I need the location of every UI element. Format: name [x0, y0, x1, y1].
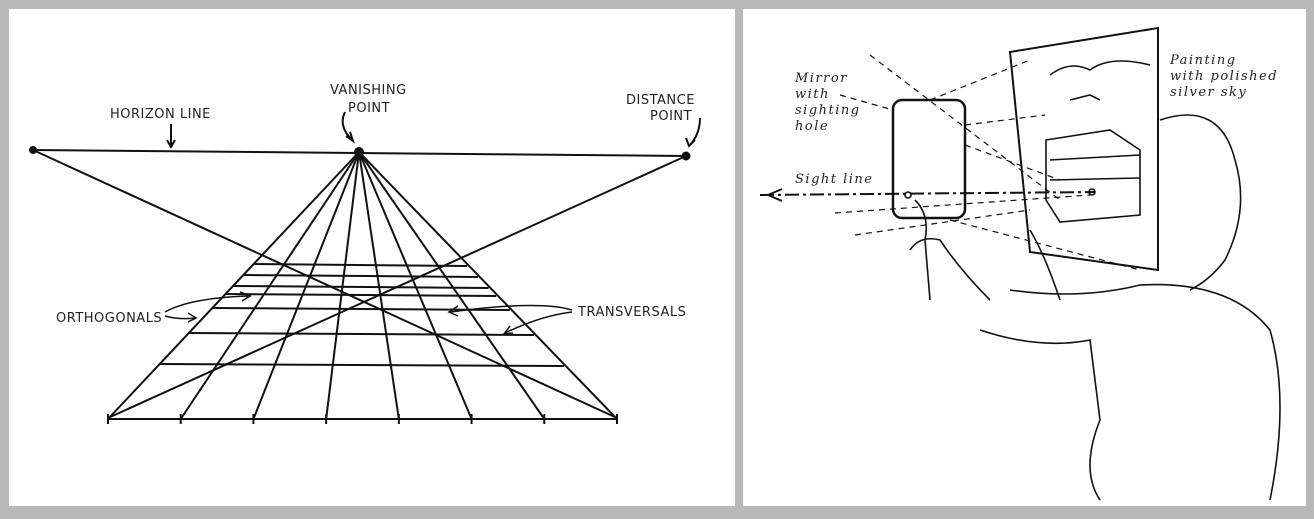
diagonal-line	[32, 149, 618, 419]
head	[1159, 114, 1242, 291]
transversals-arrow	[502, 311, 573, 335]
perspective-grid	[29, 111, 701, 424]
transversals	[159, 263, 564, 367]
transversal-line	[188, 332, 534, 336]
orthogonals-arrow	[164, 291, 252, 313]
transversals-label: TRANSVERSALS	[577, 305, 686, 320]
painting-label: with polished	[1170, 69, 1278, 84]
mirror-label: sighting	[795, 103, 861, 118]
orthogonal-line	[252, 151, 360, 420]
vanishing-point-label: VANISHING	[330, 83, 407, 98]
transversal-line	[253, 263, 468, 267]
transversals-arrow	[447, 304, 573, 317]
painting-label: silver sky	[1170, 85, 1247, 100]
hands	[909, 229, 1061, 301]
sighting-hole	[904, 191, 912, 199]
sight-line	[759, 191, 1096, 196]
clouds	[1049, 60, 1151, 76]
mirror-label: with	[795, 87, 830, 102]
distance-point-label: POINT	[650, 109, 692, 124]
orthogonal-line	[358, 151, 473, 420]
painting-panel	[1008, 26, 1159, 272]
transversal-line	[159, 363, 564, 367]
orthogonals-label: ORTHOGONALS	[56, 311, 162, 326]
orthogonals	[107, 151, 618, 424]
mirror-label: Mirror	[794, 71, 848, 86]
vanishing-arrow	[341, 111, 355, 144]
building-detail	[1049, 94, 1141, 181]
sight-line-label: Sight line	[795, 172, 874, 187]
horizon-line-label: HORIZON LINE	[110, 107, 211, 122]
body	[979, 283, 1281, 501]
transversal-line	[212, 307, 510, 311]
sighting-hole-reflection	[1088, 188, 1096, 196]
sight-line-arrow	[767, 188, 783, 202]
horizon-arrow	[166, 124, 176, 150]
painting-label: Painting	[1169, 53, 1237, 68]
mirror-label: hole	[795, 119, 829, 134]
transversal-line	[233, 285, 489, 289]
mirror	[891, 98, 967, 220]
projection-lines	[834, 54, 1141, 271]
building	[1045, 129, 1141, 223]
distance-arrow	[685, 117, 701, 148]
perspective-grid-panel	[9, 9, 735, 506]
transversal-line	[243, 274, 478, 278]
orthogonal-line	[358, 151, 400, 420]
orthogonal-line	[325, 151, 360, 420]
orthogonal-line	[358, 151, 546, 420]
transversal-line	[225, 293, 497, 297]
orthogonal-line	[358, 151, 618, 420]
vanishing-point-label: POINT	[348, 101, 390, 116]
mirror-experiment-drawing	[759, 26, 1281, 501]
orthogonals-arrow	[164, 312, 198, 323]
distance-point-label: DISTANCE	[626, 93, 695, 108]
